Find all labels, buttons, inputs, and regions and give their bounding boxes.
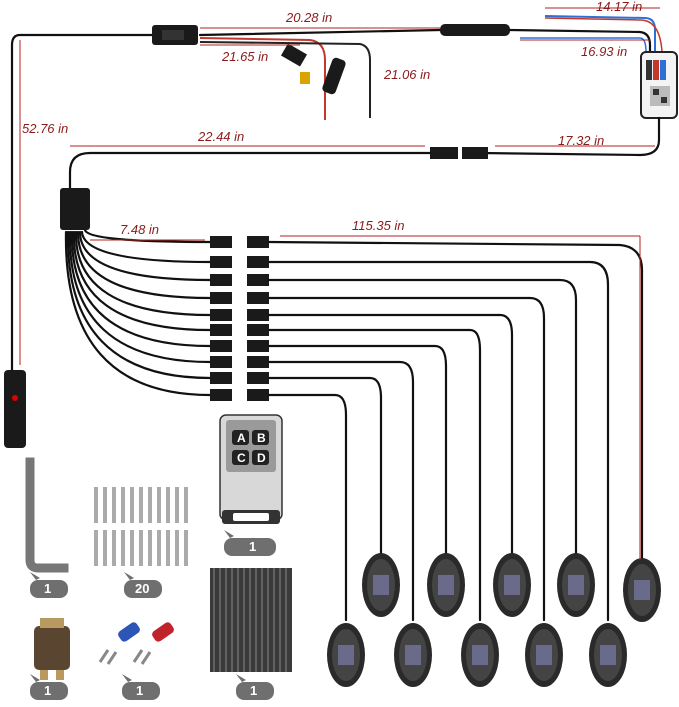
- dim-label: 14.17 in: [596, 0, 642, 14]
- rock-light-pod: [623, 558, 661, 622]
- rock-light-pod: [427, 553, 465, 617]
- dim-label: 21.65 in: [221, 49, 268, 64]
- cable-ties: [210, 568, 292, 672]
- qty-badge-hex-key: 1: [30, 572, 68, 598]
- controller-box: [640, 51, 678, 119]
- svg-text:20: 20: [135, 581, 149, 596]
- rock-light-pod: [394, 623, 432, 687]
- svg-text:1: 1: [249, 539, 256, 554]
- rock-light-pod: [493, 553, 531, 617]
- left-connectors: [210, 236, 232, 401]
- mid-connector: [430, 147, 458, 159]
- inline-switch: [4, 370, 26, 448]
- svg-text:1: 1: [250, 683, 257, 698]
- remote-control: A B C D: [219, 414, 283, 524]
- spade-terminals: [98, 622, 174, 665]
- pod-cables: [267, 240, 644, 622]
- rock-light-pod: [327, 623, 365, 687]
- qty-badge-fuse: 1: [30, 674, 68, 700]
- dim-label: 21.06 in: [383, 67, 430, 82]
- rock-light-pod: [461, 623, 499, 687]
- blade-fuse: [34, 618, 70, 680]
- dim-label: 52.76 in: [22, 121, 68, 136]
- power-plug: [152, 25, 198, 45]
- dim-label: 17.32 in: [558, 133, 604, 148]
- qty-badge-terminals: 1: [122, 674, 160, 700]
- dim-label: 115.35 in: [352, 218, 405, 233]
- dimension-lines: [19, 7, 660, 560]
- rock-light-pod: [362, 553, 400, 617]
- qty-badge-screws: 20: [124, 572, 162, 598]
- splitter-hub: [60, 188, 90, 230]
- inline-connector: [440, 24, 510, 36]
- rock-light-pods: [327, 553, 661, 687]
- dim-label: 22.44 in: [197, 129, 244, 144]
- splitter-fanout: [64, 228, 212, 397]
- svg-text:1: 1: [136, 683, 143, 698]
- svg-text:1: 1: [44, 581, 51, 596]
- qty-badge-remote: 1: [224, 530, 276, 556]
- dim-label: 20.28 in: [285, 10, 332, 25]
- rock-light-pod: [589, 623, 627, 687]
- dim-label: 16.93 in: [581, 44, 627, 59]
- screws: [94, 487, 188, 566]
- remote-button-a: A: [237, 431, 246, 445]
- rock-light-pod: [557, 553, 595, 617]
- remote-button-b: B: [257, 431, 266, 445]
- qty-badge-cable-ties: 1: [236, 674, 274, 700]
- fuse-holder: [280, 43, 346, 95]
- svg-text:1: 1: [44, 683, 51, 698]
- dim-label: 7.48 in: [120, 222, 159, 237]
- remote-button-c: C: [237, 451, 246, 465]
- remote-button-d: D: [257, 451, 266, 465]
- hex-key: [25, 457, 69, 573]
- right-connectors: [247, 236, 269, 401]
- rock-light-pod: [525, 623, 563, 687]
